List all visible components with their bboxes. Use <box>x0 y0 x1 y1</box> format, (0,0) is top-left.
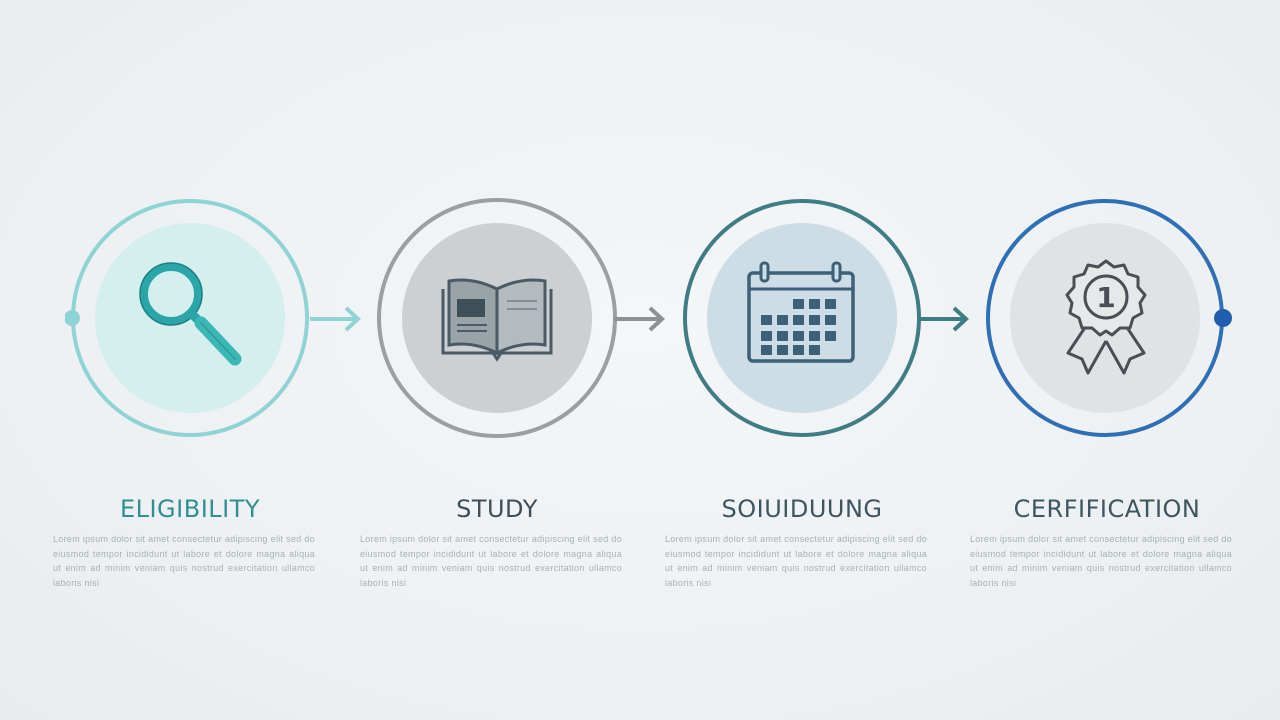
step-scheduling: SOIUIDUUNG Lorem ipsum dolor sit amet co… <box>665 195 927 595</box>
open-book-icon <box>437 275 557 365</box>
step-description: Lorem ipsum dolor sit amet consectetur a… <box>970 534 1232 588</box>
step-title: STUDY <box>456 495 538 523</box>
step-eligibility: ELIGIBILITY Lorem ipsum dolor sit amet c… <box>53 195 315 595</box>
step-description: Lorem ipsum dolor sit amet consectetur a… <box>53 534 315 588</box>
step-title: ELIGIBILITY <box>119 495 261 523</box>
step-circle: 1 <box>982 195 1232 445</box>
step-description: Lorem ipsum dolor sit amet consectetur a… <box>665 534 927 588</box>
step-study: STUDY Lorem ipsum dolor sit amet consect… <box>360 195 622 595</box>
magnifier-icon <box>133 257 253 377</box>
calendar-icon <box>745 259 859 369</box>
step-title: SOIUIDUUNG <box>721 495 883 523</box>
step-description: Lorem ipsum dolor sit amet consectetur a… <box>360 534 622 588</box>
step-circle <box>65 195 315 445</box>
step-title: CERFIFICATION <box>1013 495 1201 523</box>
arrow-right-icon <box>916 303 972 335</box>
arrow-right-icon <box>308 303 364 335</box>
step-circle <box>372 195 622 445</box>
award-ribbon-icon: 1 <box>1054 257 1158 377</box>
badge-number: 1 <box>1096 281 1115 314</box>
step-circle <box>677 195 927 445</box>
step-certification: 1 CERFIFICATION Lorem ipsum dolor sit am… <box>970 195 1232 595</box>
arrow-right-icon <box>612 303 668 335</box>
